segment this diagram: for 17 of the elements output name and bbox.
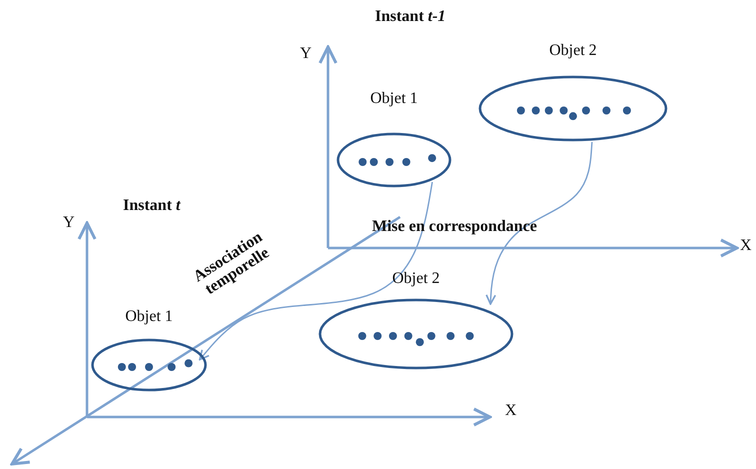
axis-label: Y	[300, 45, 312, 63]
object-group	[336, 90, 452, 188]
object-group	[90, 308, 208, 392]
object-label: Objet 2	[548, 42, 598, 60]
object-group	[478, 42, 668, 142]
axis-label: X	[740, 237, 752, 255]
axis-label: Y	[63, 214, 75, 232]
panel-title: Instant t-1	[375, 8, 446, 26]
curved-arrow	[198, 182, 433, 360]
object-label: Objet 1	[124, 308, 174, 326]
curved-arrow	[486, 142, 593, 305]
object-label: Objet 1	[369, 90, 419, 108]
object-group	[318, 270, 514, 370]
annotation-text: Mise en correspondance	[372, 218, 538, 236]
axis-label: X	[505, 402, 517, 420]
object-label: Objet 2	[391, 270, 441, 288]
panel-title: Instant t	[123, 197, 180, 215]
